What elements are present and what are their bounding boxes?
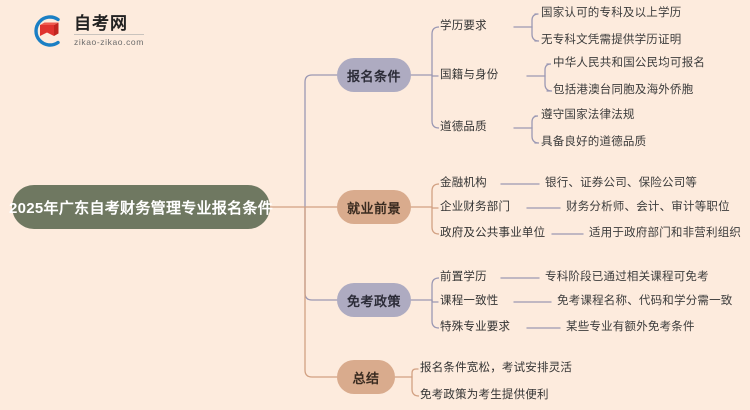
subtopic-label: 政府及公共事业单位 bbox=[440, 227, 546, 239]
site-logo: 自考网 zikao-zikao.com bbox=[28, 12, 144, 50]
detail-item[interactable]: 国家认可的专科及以上学历 bbox=[541, 7, 682, 20]
subtopic-xuelìyaoqiu[interactable]: 学历要求 bbox=[440, 20, 487, 33]
branch-node-miankaozhengce[interactable]: 免考政策 bbox=[337, 283, 411, 317]
subtopic-label: 课程一致性 bbox=[440, 295, 499, 307]
detail-item[interactable]: 适用于政府部门和非营利组织 bbox=[589, 227, 742, 240]
detail-label: 包括港澳台同胞及海外侨胞 bbox=[553, 84, 694, 96]
detail-label: 中华人民共和国公民均可报名 bbox=[553, 57, 706, 69]
branch-node-baomingtiaojian[interactable]: 报名条件 bbox=[337, 58, 411, 92]
detail-label: 财务分析师、会计、审计等职位 bbox=[566, 201, 730, 213]
logo-domain: zikao-zikao.com bbox=[74, 37, 144, 48]
detail-label: 无专科文凭需提供学历证明 bbox=[541, 34, 682, 46]
detail-item[interactable]: 某些专业有额外免考条件 bbox=[566, 321, 695, 334]
detail-label: 专科阶段已通过相关课程可免考 bbox=[545, 271, 709, 283]
detail-item[interactable]: 免考课程名称、代码和学分需一致 bbox=[557, 295, 733, 308]
subtopic-daodepinzhi[interactable]: 道德品质 bbox=[440, 121, 487, 134]
detail-label: 免考课程名称、代码和学分需一致 bbox=[557, 295, 733, 307]
detail-item[interactable]: 专科阶段已通过相关课程可免考 bbox=[545, 271, 709, 284]
branch-node-jiuyeqianjing[interactable]: 就业前景 bbox=[337, 190, 411, 224]
subtopic-kechengyizhixing[interactable]: 课程一致性 bbox=[440, 295, 499, 308]
branch-label: 就业前景 bbox=[346, 200, 401, 216]
detail-item[interactable]: 遵守国家法律法规 bbox=[541, 109, 635, 122]
subtopic-item[interactable]: 报名条件宽松，考试安排灵活 bbox=[420, 362, 573, 375]
detail-label: 具备良好的道德品质 bbox=[541, 136, 647, 148]
root-label: 2025年广东自考财务管理专业报名条件 bbox=[8, 199, 274, 217]
detail-label: 适用于政府部门和非营利组织 bbox=[589, 227, 742, 239]
subtopic-label: 学历要求 bbox=[440, 20, 487, 32]
subtopic-qiyecaiwubumen[interactable]: 企业财务部门 bbox=[440, 201, 511, 214]
subtopic-label: 金融机构 bbox=[440, 177, 487, 189]
branch-label: 总结 bbox=[352, 370, 380, 386]
detail-item[interactable]: 包括港澳台同胞及海外侨胞 bbox=[553, 84, 694, 97]
subtopic-jinrongjigou[interactable]: 金融机构 bbox=[440, 177, 487, 190]
subtopic-label: 免考政策为考生提供便利 bbox=[420, 389, 549, 401]
detail-item[interactable]: 财务分析师、会计、审计等职位 bbox=[566, 201, 730, 214]
detail-item[interactable]: 中华人民共和国公民均可报名 bbox=[553, 57, 706, 70]
detail-label: 国家认可的专科及以上学历 bbox=[541, 7, 682, 19]
subtopic-label: 国籍与身份 bbox=[440, 69, 499, 81]
subtopic-label: 道德品质 bbox=[440, 121, 487, 133]
subtopic-qianzhixueli[interactable]: 前置学历 bbox=[440, 271, 487, 284]
subtopic-guojiyushenfen[interactable]: 国籍与身份 bbox=[440, 69, 499, 82]
logo-wordmark: 自考网 zikao-zikao.com bbox=[74, 15, 144, 47]
detail-label: 遵守国家法律法规 bbox=[541, 109, 635, 121]
branch-label: 免考政策 bbox=[346, 293, 401, 309]
mindmap-root-node[interactable]: 2025年广东自考财务管理专业报名条件 bbox=[8, 185, 274, 229]
graduation-book-icon bbox=[28, 12, 66, 50]
subtopic-label: 特殊专业要求 bbox=[440, 321, 511, 333]
detail-label: 某些专业有额外免考条件 bbox=[566, 321, 695, 333]
subtopic-zhengfujigonggong[interactable]: 政府及公共事业单位 bbox=[440, 227, 546, 240]
subtopic-item[interactable]: 免考政策为考生提供便利 bbox=[420, 389, 549, 402]
branch-node-zongjie[interactable]: 总结 bbox=[337, 360, 395, 394]
subtopic-label: 企业财务部门 bbox=[440, 201, 511, 213]
detail-item[interactable]: 银行、证券公司、保险公司等 bbox=[545, 177, 698, 190]
subtopic-label: 报名条件宽松，考试安排灵活 bbox=[420, 362, 573, 374]
detail-label: 银行、证券公司、保险公司等 bbox=[545, 177, 698, 189]
subtopic-label: 前置学历 bbox=[440, 271, 487, 283]
branch-label: 报名条件 bbox=[346, 68, 401, 84]
logo-name-cn: 自考网 bbox=[74, 15, 144, 36]
detail-item[interactable]: 无专科文凭需提供学历证明 bbox=[541, 34, 682, 47]
subtopic-teshuzhuanyeyaoqiu[interactable]: 特殊专业要求 bbox=[440, 321, 511, 334]
detail-item[interactable]: 具备良好的道德品质 bbox=[541, 136, 647, 149]
